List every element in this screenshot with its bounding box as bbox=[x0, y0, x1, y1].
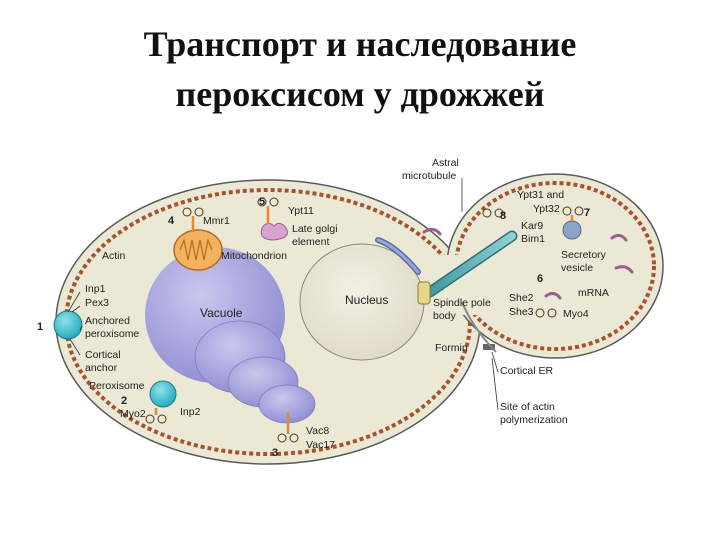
label-spindle-line2: body bbox=[433, 310, 457, 322]
label-actin-site-line1: Site of actin bbox=[500, 401, 555, 413]
label-vacuole: Vacuole bbox=[200, 306, 243, 320]
label-mmr1: Mmr1 bbox=[203, 215, 230, 227]
label-myo4: Myo4 bbox=[563, 308, 589, 320]
label-actin: Actin bbox=[102, 250, 126, 262]
step-number-2: 2 bbox=[121, 395, 127, 407]
label-actin-site-line2: polymerization bbox=[500, 414, 568, 426]
label-she3: She3 bbox=[509, 306, 534, 318]
astral-microtubule bbox=[375, 230, 518, 298]
label-cortical-anchor-line2: anchor bbox=[85, 362, 118, 374]
label-inp1: Inp1 bbox=[85, 283, 106, 295]
spindle-pole-body bbox=[417, 281, 431, 305]
label-peroxisome: Peroxisome bbox=[89, 380, 145, 392]
label-late-golgi-line1: Late golgi bbox=[292, 223, 338, 235]
label-inp2: Inp2 bbox=[180, 406, 201, 418]
step-number-5: 5 bbox=[259, 196, 265, 208]
label-myo2: Myo2 bbox=[120, 408, 146, 420]
label-pex3: Pex3 bbox=[85, 297, 109, 309]
label-vac17: Vac17 bbox=[306, 439, 335, 451]
label-secretory-line1: Secretory bbox=[561, 249, 607, 261]
vacuole bbox=[145, 247, 316, 424]
slide-title-line-2: пероксисом у дрожжей bbox=[175, 74, 545, 114]
label-cortical-anchor-line1: Cortical bbox=[85, 349, 121, 361]
label-ypt31: Ypt31 and bbox=[517, 189, 564, 201]
label-astral-line2: microtubule bbox=[402, 170, 456, 182]
step-number-1: 1 bbox=[37, 321, 43, 333]
step-number-3: 3 bbox=[272, 447, 278, 459]
label-mitochondrion: Mitochondrion bbox=[221, 250, 287, 262]
step-number-4: 4 bbox=[168, 215, 175, 227]
step-number-6: 6 bbox=[537, 273, 543, 285]
label-astral-line1: Astral bbox=[432, 157, 459, 169]
label-she2: She2 bbox=[509, 292, 534, 304]
label-anchored-line2: peroxisome bbox=[85, 328, 139, 340]
step-number-8: 8 bbox=[500, 210, 506, 222]
step-number-7: 7 bbox=[584, 207, 590, 219]
slide-title-line-1: Транспорт и наследование bbox=[143, 24, 577, 64]
motor-tethers bbox=[154, 206, 574, 434]
label-late-golgi-line2: element bbox=[292, 236, 329, 248]
mrna-strands bbox=[422, 227, 634, 300]
label-kar9: Kar9 bbox=[521, 220, 543, 232]
label-anchored-line1: Anchored bbox=[85, 315, 130, 327]
myosin-motors bbox=[145, 197, 584, 443]
label-ypt11: Ypt11 bbox=[288, 205, 314, 217]
leader-lines bbox=[67, 178, 499, 411]
label-nucleus: Nucleus bbox=[345, 293, 388, 307]
label-ypt32: Ypt32 bbox=[533, 203, 560, 215]
label-formin: Formin bbox=[435, 342, 468, 354]
peroxisome bbox=[149, 380, 177, 408]
label-mrna: mRNA bbox=[578, 287, 609, 299]
label-cortical-er: Cortical ER bbox=[500, 365, 554, 377]
bud-actin-ring bbox=[454, 181, 656, 351]
label-bim1: Bim1 bbox=[521, 233, 545, 245]
mitochondrion bbox=[173, 229, 223, 271]
secretory-vesicle bbox=[562, 220, 582, 240]
formin-and-cortical-er bbox=[461, 301, 497, 353]
label-spindle-line1: Spindle pole bbox=[433, 297, 491, 309]
label-secretory-line2: vesicle bbox=[561, 262, 593, 274]
anchored-peroxisome bbox=[53, 310, 83, 340]
label-vac8: Vac8 bbox=[306, 425, 329, 437]
late-golgi-element bbox=[260, 222, 288, 241]
